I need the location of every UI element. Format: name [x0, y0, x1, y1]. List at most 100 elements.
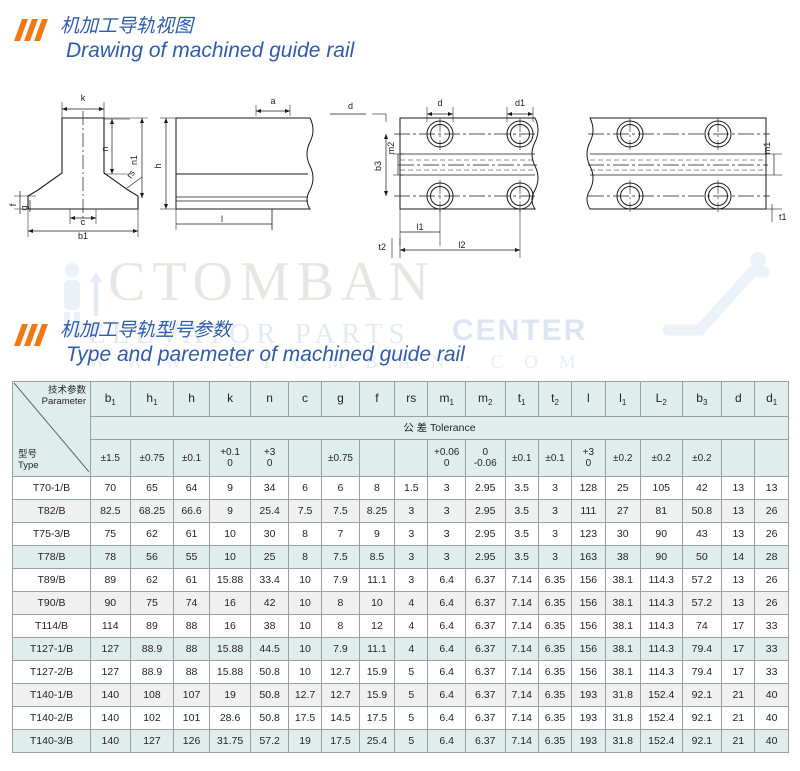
cell-c: 6	[287, 476, 323, 500]
cell-L2: 114.3	[639, 568, 683, 592]
cell-g: 8	[321, 591, 360, 615]
cell-c: 7.5	[287, 499, 323, 523]
cell-c: 10	[287, 637, 323, 661]
cell-f: 8.5	[358, 545, 396, 569]
cell-L2: 114.3	[639, 591, 683, 615]
column-header-b1: b1	[90, 381, 131, 417]
cell-h: 61	[173, 522, 210, 546]
cell-k: 15.88	[208, 660, 252, 684]
row-type-T127-1/B: T127-1/B	[12, 637, 91, 661]
cell-b3: 57.2	[681, 568, 723, 592]
cell-t1: 3.5	[504, 545, 539, 569]
cell-d1: 26	[754, 568, 789, 592]
cell-L2: 114.3	[639, 637, 683, 661]
column-header-d: d	[721, 381, 756, 417]
cell-k: 28.6	[208, 706, 252, 730]
cell-h: 55	[173, 545, 210, 569]
cell-b1: 127	[90, 637, 131, 661]
cell-h: 101	[173, 706, 210, 730]
column-header-L2: L2	[639, 381, 683, 417]
cell-c: 10	[287, 568, 323, 592]
cell-t2: 3	[537, 545, 573, 569]
cell-t1: 7.14	[504, 729, 539, 753]
tolerance-cell: ±0.1	[504, 439, 539, 477]
cell-l1: 38.1	[604, 614, 641, 638]
cell-k: 15.88	[208, 568, 252, 592]
header-row-tolerance-band: 公 差 Tolerance	[13, 416, 789, 440]
tolerance-cell: ±1.5	[90, 439, 131, 477]
cell-n: 44.5	[250, 637, 289, 661]
cell-g: 17.5	[321, 729, 360, 753]
corner-type-en: Type	[18, 460, 39, 471]
cell-d1: 13	[754, 476, 789, 500]
table-corner-cell: 技术参数 Parameter 型号 Type	[12, 381, 91, 477]
heading-drawing: 机加工导轨视图 Drawing of machined guide rail	[13, 16, 355, 64]
cell-d1: 40	[754, 706, 789, 730]
heading-drawing-en: Drawing of machined guide rail	[66, 39, 355, 62]
cell-n: 42	[250, 591, 289, 615]
cell-b1: 127	[90, 660, 131, 684]
label-n1: n1	[129, 155, 139, 165]
cell-d: 17	[721, 660, 756, 684]
cell-m2: 6.37	[464, 614, 506, 638]
cell-rs: 4	[394, 591, 429, 615]
cell-m2: 2.95	[464, 545, 506, 569]
cell-n: 30	[250, 522, 289, 546]
cell-rs: 3	[394, 499, 429, 523]
corner-parameter-cn: 技术参数	[47, 385, 86, 396]
cell-b3: 57.2	[681, 591, 723, 615]
row-type-T78/B: T78/B	[12, 545, 91, 569]
tolerance-cell: ±0.75	[129, 439, 175, 477]
cell-k: 10	[208, 545, 252, 569]
cell-g: 7.9	[321, 637, 360, 661]
cell-b3: 92.1	[681, 729, 723, 753]
cell-b3: 79.4	[681, 637, 723, 661]
cell-h1: 102	[129, 706, 175, 730]
cell-d1: 26	[754, 499, 789, 523]
cell-h: 66.6	[173, 499, 210, 523]
cell-k: 16	[208, 591, 252, 615]
cell-h: 88	[173, 660, 210, 684]
cell-h1: 65	[129, 476, 175, 500]
tolerance-cell	[358, 439, 396, 477]
cell-d: 13	[721, 476, 756, 500]
cell-h1: 127	[129, 729, 175, 753]
rail-cross-section: k n n1 rs f g	[8, 93, 148, 241]
cell-d1: 28	[754, 545, 789, 569]
label-l2: l2	[458, 240, 465, 250]
cell-k: 19	[208, 683, 252, 707]
cell-b1: 75	[90, 522, 131, 546]
cell-m1: 3	[427, 522, 466, 546]
cell-b1: 70	[90, 476, 131, 500]
label-d: d	[437, 98, 442, 108]
cell-c: 17.5	[287, 706, 323, 730]
cell-g: 8	[321, 614, 360, 638]
tolerance-cell	[394, 439, 429, 477]
label-b3: b3	[373, 161, 383, 171]
cell-c: 12.7	[287, 683, 323, 707]
cell-L2: 152.4	[639, 729, 683, 753]
cell-t2: 6.35	[537, 729, 573, 753]
cell-n: 57.2	[250, 729, 289, 753]
cell-d: 17	[721, 637, 756, 661]
cell-g: 7.9	[321, 568, 360, 592]
cell-L2: 152.4	[639, 706, 683, 730]
cell-l: 111	[571, 499, 606, 523]
cell-m1: 6.4	[427, 660, 466, 684]
